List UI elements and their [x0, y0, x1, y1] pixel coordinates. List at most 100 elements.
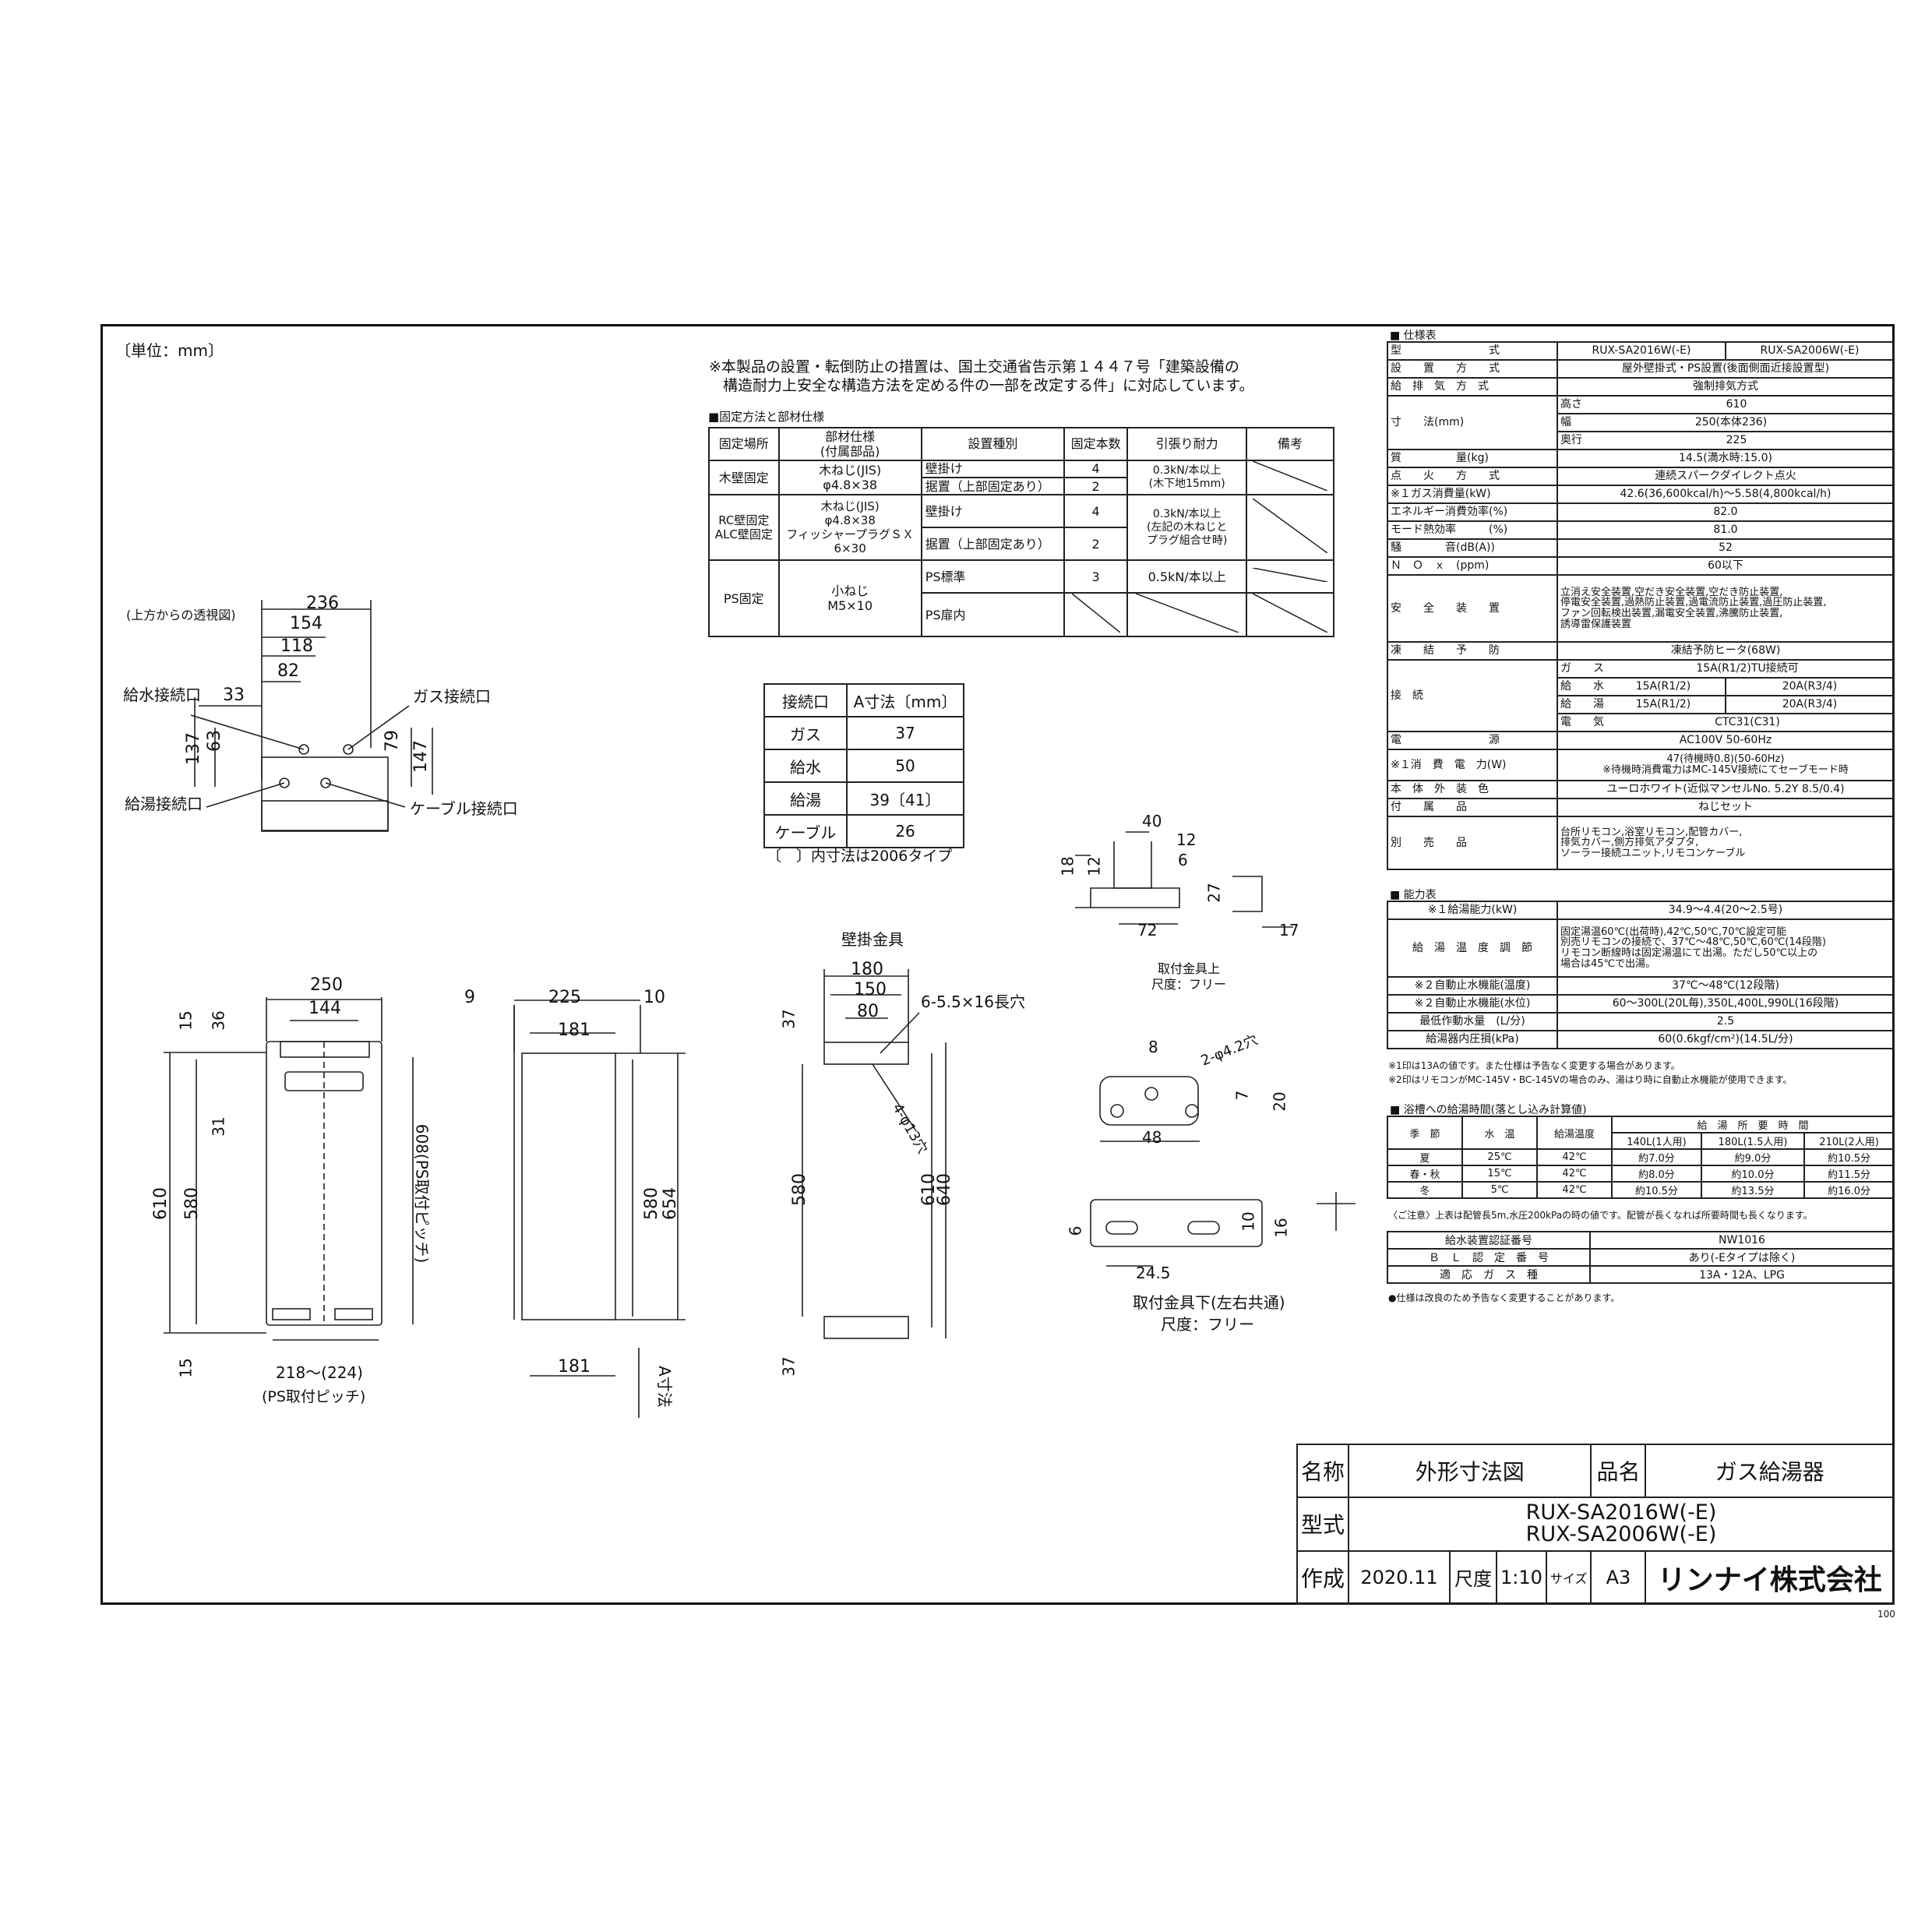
- spec-value: 81.0: [1557, 520, 1895, 540]
- spec-label: 給 排 気 方 式: [1387, 377, 1558, 397]
- bath-cell: 約7.0分: [1611, 1148, 1702, 1166]
- bath-cell: 25℃: [1461, 1148, 1538, 1166]
- fix-part: 木ねじ(JIS) φ4.8×38: [777, 459, 922, 496]
- dim-label: 147: [411, 740, 431, 773]
- spec-sub: 給 湯: [1560, 698, 1604, 711]
- cap-label: 給 湯 温 度 調 節: [1387, 918, 1558, 978]
- fix-header: 備考: [1246, 427, 1334, 461]
- model-2: RUX-SA2006W(-E): [1525, 1522, 1717, 1547]
- spec-label: 点 火 方 式: [1387, 467, 1558, 486]
- drawing-name: 外形寸法図: [1348, 1443, 1592, 1499]
- dim-label: 20: [1270, 1091, 1289, 1112]
- spec-label: 電 源: [1387, 731, 1558, 750]
- bath-cell: 約11.5分: [1803, 1165, 1895, 1183]
- bath-note: 〈ご注意〉上表は配管長5m,水圧200kPaの時の値です。配管が長くなれば所要時…: [1388, 1210, 1813, 1221]
- fix-force: 0.3kN/本以上 (左記の木ねじと プラグ組合せ時): [1126, 494, 1247, 562]
- capacity-table: ※１給湯能力(kW)34.9〜4.4(20〜2.5号) 給 湯 温 度 調 節固…: [1387, 901, 1895, 1049]
- spec-value-text: 610: [1726, 398, 1747, 411]
- dim-label: 6: [1178, 851, 1188, 869]
- fix-type: 壁掛け: [920, 459, 1065, 479]
- capacity-note-2: ※2印はリモコンがMC-145V・BC-145Vの場合のみ、湯はり時に自動止水機…: [1388, 1074, 1793, 1085]
- dim-label: 18: [1058, 856, 1077, 876]
- side-view-drawing: [513, 999, 686, 1418]
- spec-label: エネルギー消費効率(%): [1387, 502, 1558, 522]
- fix-note-slash: [1246, 559, 1334, 594]
- fix-type: PS扉内: [920, 592, 1065, 638]
- spec-label: Ｎ Ｏ ｘ (ppm): [1387, 556, 1558, 576]
- spec-sub: 電 気: [1560, 716, 1604, 729]
- spec-value: 82.0: [1557, 502, 1895, 522]
- conn-value: 50: [846, 749, 964, 783]
- dim-label: 10: [643, 988, 665, 1007]
- dim-label: 236: [306, 594, 339, 613]
- dim-label: 79: [383, 730, 402, 752]
- sheet-number: 100: [1877, 1609, 1895, 1620]
- bath-cell: 約10.0分: [1700, 1165, 1806, 1183]
- bath-cell: 約16.0分: [1803, 1181, 1895, 1199]
- bath-header: 季 節: [1387, 1116, 1463, 1150]
- bath-header: 水 温: [1461, 1116, 1538, 1150]
- dim-label: 37: [779, 1356, 799, 1377]
- spec-sub: 高さ: [1560, 398, 1582, 411]
- top-view-drawing: [190, 600, 433, 832]
- dim-label: 15: [176, 1358, 196, 1378]
- fix-header: 部材仕様 (付属部品): [777, 427, 922, 461]
- spec-value-text: CTC31(C31): [1715, 716, 1780, 729]
- cert-label: 給水装置認証番号: [1387, 1231, 1591, 1250]
- cert-value: NW1016: [1589, 1231, 1895, 1250]
- dim-label: 7: [1232, 1090, 1252, 1101]
- dim-label: (PS取付ピッチ): [262, 1388, 366, 1405]
- bath-cell: 約8.0分: [1611, 1165, 1702, 1183]
- fixing-section-title: ■固定方法と部材仕様: [708, 410, 825, 424]
- dim-label: 27: [1204, 883, 1224, 903]
- fixing-table: 固定場所 部材仕様 (付属部品) 設置種別 固定本数 引張り耐力 備考 木壁固定…: [708, 427, 1334, 638]
- fix-count: 2: [1063, 527, 1129, 562]
- spec-value: 台所リモコン,浴室リモコン,配管カバー, 排気カバー,側方排気アダプタ, ソーラ…: [1557, 816, 1895, 870]
- fix-note-slash: [1246, 494, 1334, 562]
- fix-part: 小ねじ M5×10: [777, 559, 922, 638]
- dim-label: 12: [1084, 856, 1104, 876]
- spec-label: 型 式: [1387, 341, 1558, 361]
- bath-cell: 42℃: [1536, 1165, 1613, 1183]
- unit-label: 〔単位：mm〕: [115, 341, 224, 360]
- spec-value: 凍結予防ヒータ(68W): [1557, 641, 1895, 661]
- fix-header: 固定場所: [708, 427, 780, 461]
- model-1: RUX-SA2016W(-E): [1525, 1500, 1717, 1525]
- spec-label: モード熱効率 (%): [1387, 520, 1558, 540]
- size: A3: [1590, 1549, 1647, 1606]
- spec-value: 電 気 CTC31(C31): [1557, 713, 1895, 732]
- cap-value: 34.9〜4.4(20〜2.5号): [1557, 901, 1895, 920]
- capacity-title: ■ 能力表: [1390, 889, 1437, 901]
- fix-count: 2: [1063, 477, 1129, 496]
- spec-label: 設 置 方 式: [1387, 359, 1558, 379]
- product-name: ガス給湯器: [1645, 1443, 1895, 1499]
- bath-cell: 42℃: [1536, 1148, 1613, 1166]
- spec-sub: 幅: [1560, 416, 1571, 429]
- spec-value: 強制排気方式: [1557, 377, 1895, 397]
- gas-inlet-label: ガス接続口: [413, 687, 491, 706]
- capacity-note-1: ※1印は13Aの値です。また仕様は予告なく変更する場合があります。: [1388, 1060, 1680, 1071]
- dim-label: 181: [558, 1021, 591, 1040]
- bath-cell: 15℃: [1461, 1165, 1538, 1183]
- dim-label: 250: [310, 975, 343, 995]
- fix-type: 据置（上部固定あり）: [920, 527, 1065, 562]
- product-label: 品名: [1590, 1443, 1647, 1499]
- fix-note-slash: [1246, 459, 1334, 496]
- bath-cell: 42℃: [1536, 1181, 1613, 1199]
- cap-value: 60〜300L(20L毎),350L,400L,990L(16段階): [1557, 994, 1895, 1014]
- fix-type: 壁掛け: [920, 494, 1065, 529]
- fix-place: 木壁固定: [708, 459, 780, 496]
- spec-label: 本 体 外 装 色: [1387, 780, 1558, 799]
- connection-note: 〔 〕内寸法は2006タイプ: [767, 848, 953, 865]
- cap-value: 60(0.6kgf/cm²)(14.5L/分): [1557, 1030, 1895, 1049]
- bath-cell: 約13.5分: [1700, 1181, 1806, 1199]
- dim-label: 36: [209, 1010, 228, 1031]
- dim-label: 72: [1137, 921, 1158, 940]
- upper-fitting-scale: 尺度：フリー: [1151, 977, 1227, 992]
